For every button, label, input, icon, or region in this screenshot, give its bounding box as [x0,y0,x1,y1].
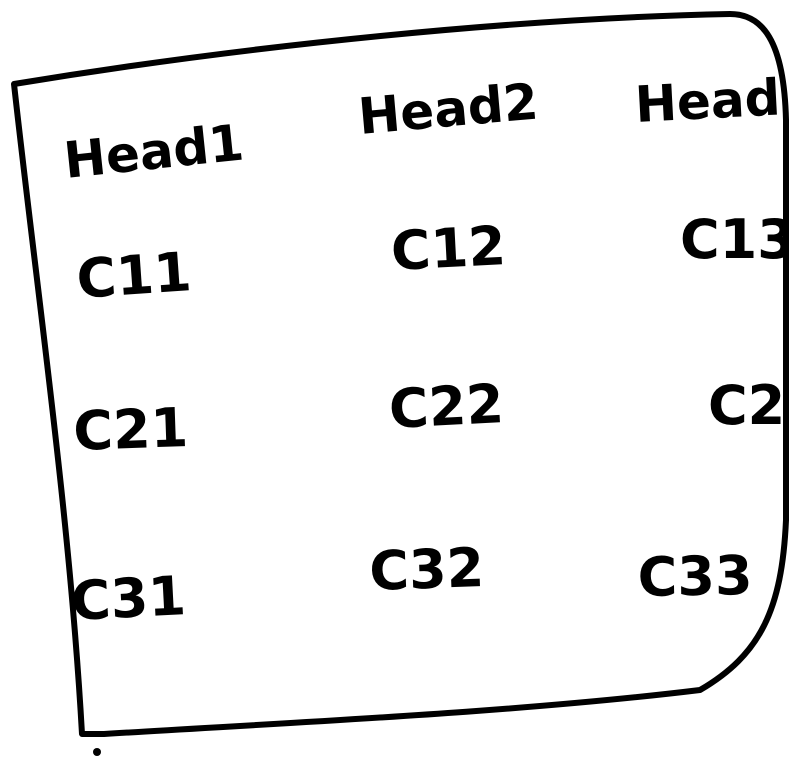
cell-r1-c1: C11 [75,240,194,311]
header-3: Head3 [634,67,798,134]
header-2: Head2 [356,72,540,145]
cell-r3-c1: C31 [69,564,187,633]
cell-r2-c1: C21 [72,396,189,463]
cell-r3-c2: C32 [368,536,485,603]
pen-dot [93,748,101,756]
cell-r2-c2: C22 [387,372,505,441]
header-1: Head1 [61,113,246,190]
table-border [11,11,789,737]
cell-r3-c3: C33 [637,544,753,609]
cell-r1-c2: C12 [389,214,507,283]
cell-r1-c3: C13 [680,208,795,271]
cell-r2-c3: C23 [708,374,798,437]
